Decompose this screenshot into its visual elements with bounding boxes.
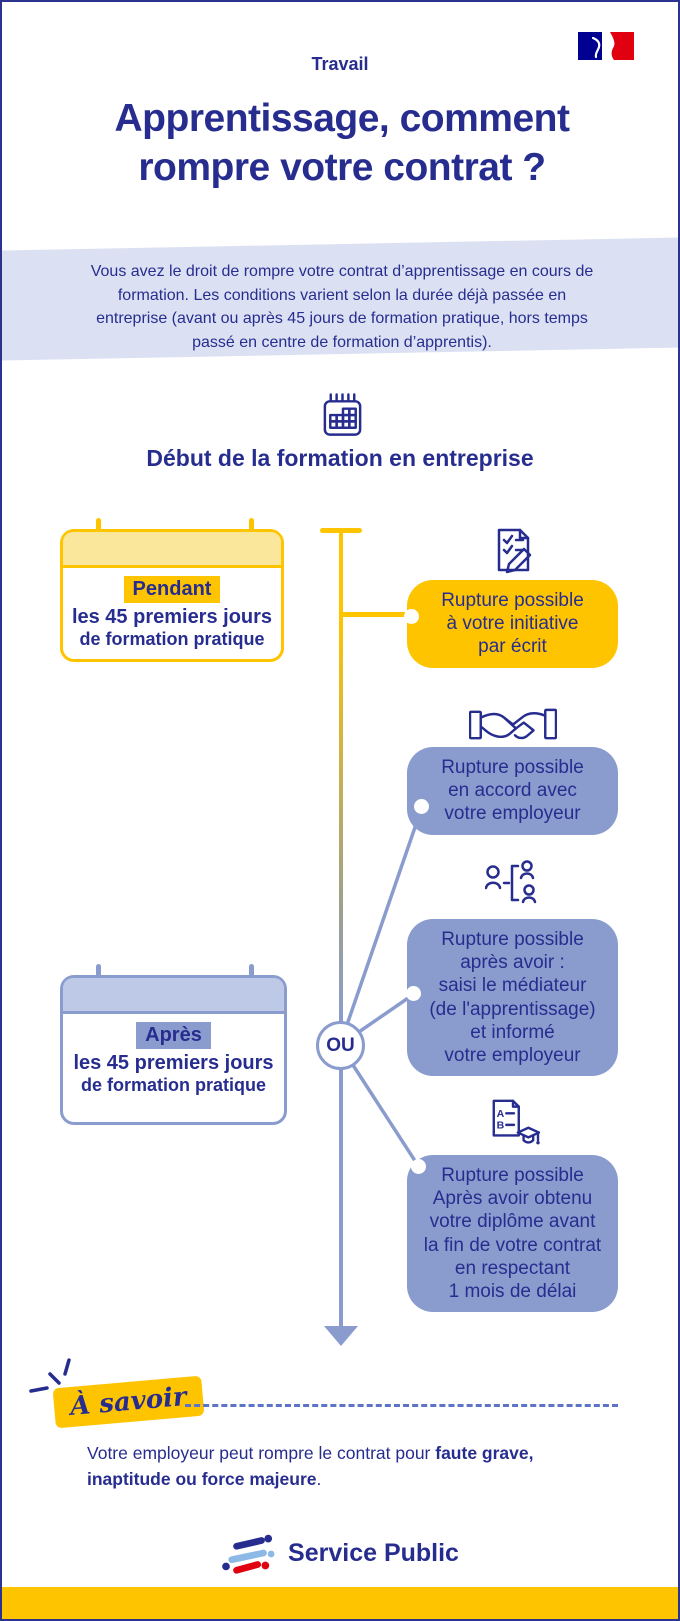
period-highlight: Pendant xyxy=(123,576,221,603)
dashed-divider xyxy=(185,1404,618,1407)
service-public-logo: Service Public xyxy=(2,1529,678,1577)
diploma-letter-b: B xyxy=(496,1120,504,1132)
or-circle: OU xyxy=(316,1021,365,1070)
note-text-normal: Votre employeur peut rompre le contrat p… xyxy=(87,1443,436,1463)
handshake-icon xyxy=(407,704,618,747)
document-check-pencil-icon xyxy=(407,526,618,576)
period-line1: les 45 premiers jours xyxy=(71,606,273,628)
outcome-bubble-written-initiative: Rupture possible à votre initiative par … xyxy=(407,580,618,668)
calendar-header-band xyxy=(63,978,284,1014)
timeline-line xyxy=(339,530,343,1328)
timeline-arrow-icon xyxy=(324,1326,358,1346)
note-text-end: . xyxy=(316,1469,322,1490)
bottom-yellow-bar xyxy=(2,1587,678,1619)
mediator-people-icon xyxy=(407,858,618,908)
timeline-yellow-connector xyxy=(343,612,405,617)
service-public-logo-icon xyxy=(222,1534,275,1574)
note-text: Votre employeur peut rompre le contrat p… xyxy=(87,1440,602,1493)
calendar-icon xyxy=(319,392,366,442)
french-flag-logo-icon xyxy=(578,32,634,60)
outcome-bubble-mediator: Rupture possible après avoir : saisi le … xyxy=(407,919,618,1077)
period-card-apres: Après les 45 premiers jours de formation… xyxy=(60,964,287,1125)
connector-dot xyxy=(406,986,421,1001)
period-card-pendant: Pendant les 45 premiers jours de formati… xyxy=(60,518,284,662)
diploma-icon: A B xyxy=(407,1097,618,1147)
connector-dot xyxy=(404,609,419,624)
period-line2: de formation pratique xyxy=(80,1075,266,1095)
connector-dot xyxy=(411,1159,426,1174)
note-text-bold: faute grave, inaptitude ou force majeure xyxy=(87,1443,534,1490)
outcome-bubble-mutual-agreement: Rupture possible en accord avec votre em… xyxy=(407,747,618,835)
calendar-header-band xyxy=(63,532,281,568)
outcome-bubble-diploma: Rupture possible Après avoir obtenu votr… xyxy=(407,1155,618,1313)
category-label: Travail xyxy=(311,54,369,74)
period-highlight: Après xyxy=(136,1022,211,1049)
page-title: Apprentissage, comment rompre votre cont… xyxy=(114,97,570,190)
period-line1: les 45 premiers jours xyxy=(73,1052,274,1074)
brand-name: Service Public xyxy=(288,1538,459,1567)
timeline-heading: Début de la formation en entreprise xyxy=(146,445,534,471)
spark-lines-icon xyxy=(29,1358,71,1393)
connector-dot xyxy=(414,799,429,814)
intro-text: Vous avez le droit de rompre votre contr… xyxy=(90,263,594,351)
period-line2: de formation pratique xyxy=(79,629,265,649)
diploma-letter-a: A xyxy=(496,1108,504,1120)
